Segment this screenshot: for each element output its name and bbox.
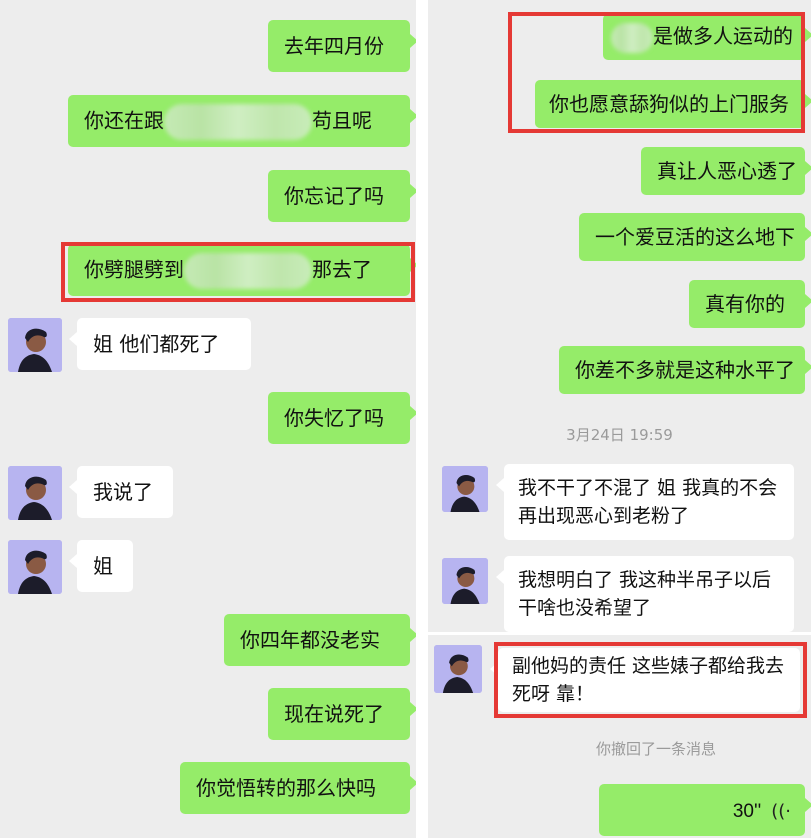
profile-silhouette-icon — [8, 318, 62, 372]
message-text: 你四年都没老实 — [240, 628, 380, 652]
profile-silhouette-icon — [8, 540, 62, 594]
message-text: 去年四月份 — [284, 34, 384, 58]
message-text: 一个爱豆活的这么地下 — [595, 225, 795, 249]
message-text: 是做多人运动的 — [653, 24, 793, 48]
message-bubble[interactable]: 是做多人运动的 — [603, 14, 811, 60]
message-bubble[interactable]: 一个爱豆活的这么地下 — [579, 213, 811, 261]
message-bubble[interactable]: 副他妈的责任 这些婊子都给我去死呀 靠！ — [490, 648, 800, 712]
profile-silhouette-icon — [434, 645, 482, 693]
message-bubble[interactable]: 我想明白了 我这种半吊子以后干啥也没希望了 — [496, 556, 794, 632]
message-bubble[interactable]: 真有你的 — [689, 280, 811, 328]
message-text: 我想明白了 我这种半吊子以后干啥也没希望了 — [518, 569, 772, 619]
message-bubble[interactable]: 姐 他们都死了 — [69, 318, 251, 370]
message-text: 副他妈的责任 这些婊子都给我去死呀 靠！ — [512, 655, 785, 705]
message-bubble[interactable]: 姐 — [69, 540, 133, 592]
message-bubble[interactable]: 你四年都没老实 — [224, 614, 416, 666]
message-bubble[interactable]: 真让人恶心透了 — [641, 147, 811, 195]
avatar[interactable] — [8, 466, 62, 520]
message-text: 现在说死了 — [284, 702, 384, 726]
divider — [428, 632, 811, 635]
profile-silhouette-icon — [8, 466, 62, 520]
message-text: 你也愿意舔狗似的上门服务 — [549, 92, 789, 116]
message-text: 真有你的 — [705, 292, 785, 316]
right-chat-panel: 是做多人运动的 你也愿意舔狗似的上门服务 真让人恶心透了 一个爱豆活的这么地下 … — [428, 0, 811, 838]
message-bubble[interactable]: 你还在跟 苟且呢 — [68, 95, 416, 147]
message-text: 姐 他们都死了 — [93, 332, 220, 356]
message-text: 你差不多就是这种水平了 — [575, 358, 795, 382]
message-bubble[interactable]: 我不干了不混了 姐 我真的不会再出现恶心到老粉了 — [496, 464, 794, 540]
message-bubble[interactable]: 去年四月份 — [268, 20, 416, 72]
avatar[interactable] — [8, 318, 62, 372]
message-text: 你劈腿劈到 — [84, 257, 184, 282]
avatar[interactable] — [434, 645, 482, 693]
message-text: 你还在跟 — [84, 108, 164, 133]
avatar[interactable] — [442, 558, 488, 604]
message-text: 你忘记了吗 — [284, 184, 384, 208]
message-bubble[interactable]: 你劈腿劈到 那去了 — [68, 244, 416, 296]
left-chat-panel: 去年四月份 你还在跟 苟且呢 你忘记了吗 你劈腿劈到 那去了 姐 他们都死了 你失忆… — [0, 0, 416, 838]
message-bubble[interactable]: 你失忆了吗 — [268, 392, 416, 444]
redacted-blur — [184, 253, 312, 289]
message-bubble[interactable]: 你忘记了吗 — [268, 170, 416, 222]
avatar[interactable] — [8, 540, 62, 594]
message-text: 你觉悟转的那么快吗 — [196, 776, 376, 800]
message-text: 苟且呢 — [312, 108, 372, 133]
message-text: 你失忆了吗 — [284, 406, 384, 430]
timestamp: 3月24日 19:59 — [566, 426, 673, 444]
profile-silhouette-icon — [442, 466, 488, 512]
message-bubble[interactable]: 我说了 — [69, 466, 173, 518]
message-bubble[interactable]: 你觉悟转的那么快吗 — [180, 762, 416, 814]
recall-notice: 你撤回了一条消息 — [595, 740, 716, 758]
message-bubble[interactable]: 你也愿意舔狗似的上门服务 — [535, 80, 811, 128]
message-text: 真让人恶心透了 — [657, 159, 797, 183]
voice-wave-icon: ((· — [771, 801, 791, 822]
voice-duration: 30'' — [732, 801, 762, 822]
voice-message-bubble[interactable]: 30'' ((· — [599, 784, 811, 836]
avatar[interactable] — [442, 466, 488, 512]
redacted-blur — [611, 22, 653, 53]
message-text: 我不干了不混了 姐 我真的不会再出现恶心到老粉了 — [518, 477, 778, 527]
redacted-blur — [164, 104, 312, 140]
message-bubble[interactable]: 现在说死了 — [268, 688, 416, 740]
profile-silhouette-icon — [442, 558, 488, 604]
message-bubble[interactable]: 你差不多就是这种水平了 — [559, 346, 811, 394]
message-text: 我说了 — [93, 480, 153, 504]
message-text: 那去了 — [312, 257, 372, 282]
message-text: 姐 — [93, 554, 113, 578]
